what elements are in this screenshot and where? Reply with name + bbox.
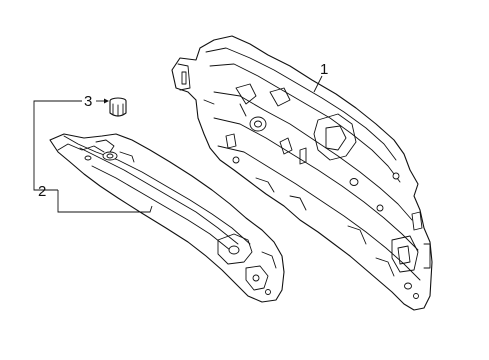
callout-1: 1 <box>320 61 328 78</box>
rear-panel-part-1 <box>171 35 433 311</box>
callout-2: 2 <box>38 183 46 200</box>
cross-member-part-2 <box>49 133 285 303</box>
leader-line-1 <box>313 75 323 93</box>
grommet-part-3 <box>109 97 127 117</box>
leader-arrow-3 <box>104 98 109 104</box>
callout-3: 3 <box>84 93 92 110</box>
leader-bracket-2 <box>33 100 153 213</box>
